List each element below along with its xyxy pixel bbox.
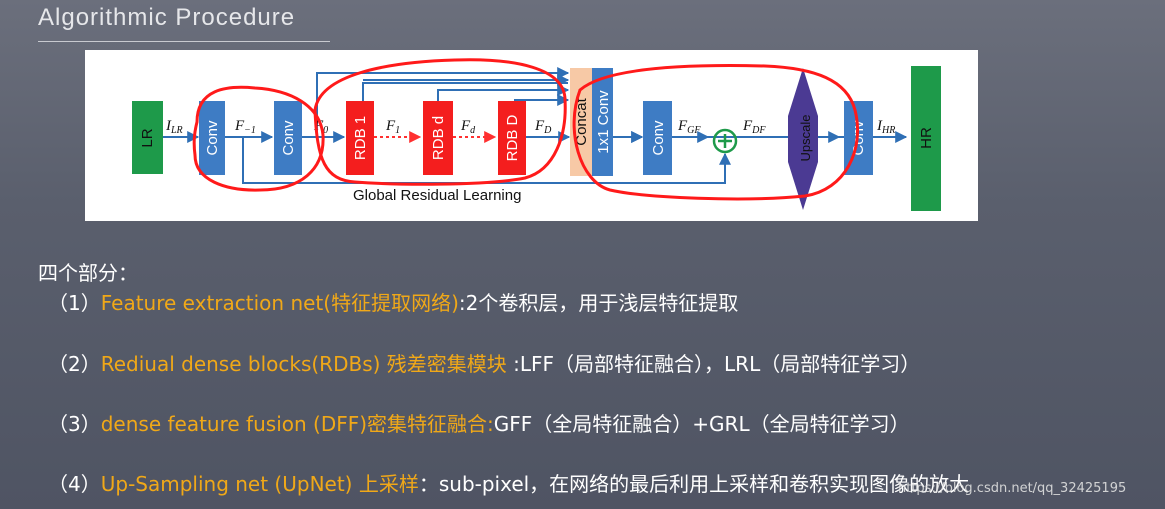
rdbD-label: RDB D [504,114,521,161]
item-description: ：sub-pixel，在网络的最后利用上采样和卷积实现图像的放大 [418,472,970,496]
rdbD-block [498,101,526,175]
conv3-block [643,101,672,175]
signal-ihr: IHR [876,118,895,136]
rdn-architecture-diagram: LR Conv Conv RDB 1 RDB d RDB D Concat 1x… [85,50,978,221]
global-residual-label: Global Residual Learning [353,187,521,204]
conv1-label: Conv [204,120,221,156]
conv1x1-block [592,68,613,176]
item-highlight: Rediual dense blocks(RDBs) 残差密集模块 [100,352,507,376]
title-underline [38,41,330,42]
upscale-label: Upscale [798,115,813,162]
list-item: （4）Up-Sampling net (UpNet) 上采样：sub-pixel… [48,468,969,497]
item-number: （4） [48,472,101,496]
concat-block [570,68,592,176]
conv1x1-label: 1x1 Conv [595,90,612,154]
item-number: （2） [48,352,101,376]
page-title: Algorithmic Procedure [38,4,296,31]
watermark: https://blog.csdn.net/qq_32425195 [898,481,1127,496]
list-item: （2）Rediual dense blocks(RDBs) 残差密集模块 :LF… [48,348,920,377]
signal-fd: Fd [460,118,476,136]
item-description: GFF（全局特征融合）+GRL（全局特征学习） [493,412,910,436]
diagram-svg: LR Conv Conv RDB 1 RDB d RDB D Concat 1x… [132,58,941,211]
signal-f0: F0 [313,118,328,136]
signal-fD: FD [534,118,552,136]
item-highlight: Feature extraction net(特征提取网络) [100,291,459,315]
item-highlight: Up-Sampling net (UpNet) 上采样 [100,472,419,496]
lr-block [132,101,163,174]
conv2-label: Conv [280,120,297,156]
conv3-label: Conv [650,120,667,156]
conv2-block [274,101,302,175]
hr-label: HR [918,127,935,149]
item-description: :LFF（局部特征融合），LRL（局部特征学习） [506,352,921,376]
item-highlight: dense feature fusion (DFF)密集特征融合: [100,412,494,436]
rdb1-block [346,101,374,175]
signal-fm1: F−1 [234,118,256,136]
item-number: （1） [48,291,101,315]
signal-fgf: FGF [677,118,701,136]
lr-label: LR [139,128,156,147]
upscale-block [788,68,818,210]
rdbd-block [423,101,453,175]
conv1-block [199,101,225,175]
item-number: （3） [48,412,101,436]
list-item: （1）Feature extraction net(特征提取网络):2个卷积层，… [48,287,738,316]
signal-f1: F1 [385,118,400,136]
sum-node [712,128,738,154]
annotation-circles [192,58,860,201]
item-description: :2个卷积层，用于浅层特征提取 [458,291,739,315]
hr-block [911,66,941,211]
sections-heading: 四个部分： [38,261,138,285]
signal-ilr: ILR [165,118,183,136]
rdb1-label: RDB 1 [352,116,369,160]
concat-label: Concat [573,97,590,145]
signal-fdf: FDF [742,118,766,136]
list-item: （3）dense feature fusion (DFF)密集特征融合:GFF（… [48,408,910,437]
rdbd-label: RDB d [430,116,447,160]
